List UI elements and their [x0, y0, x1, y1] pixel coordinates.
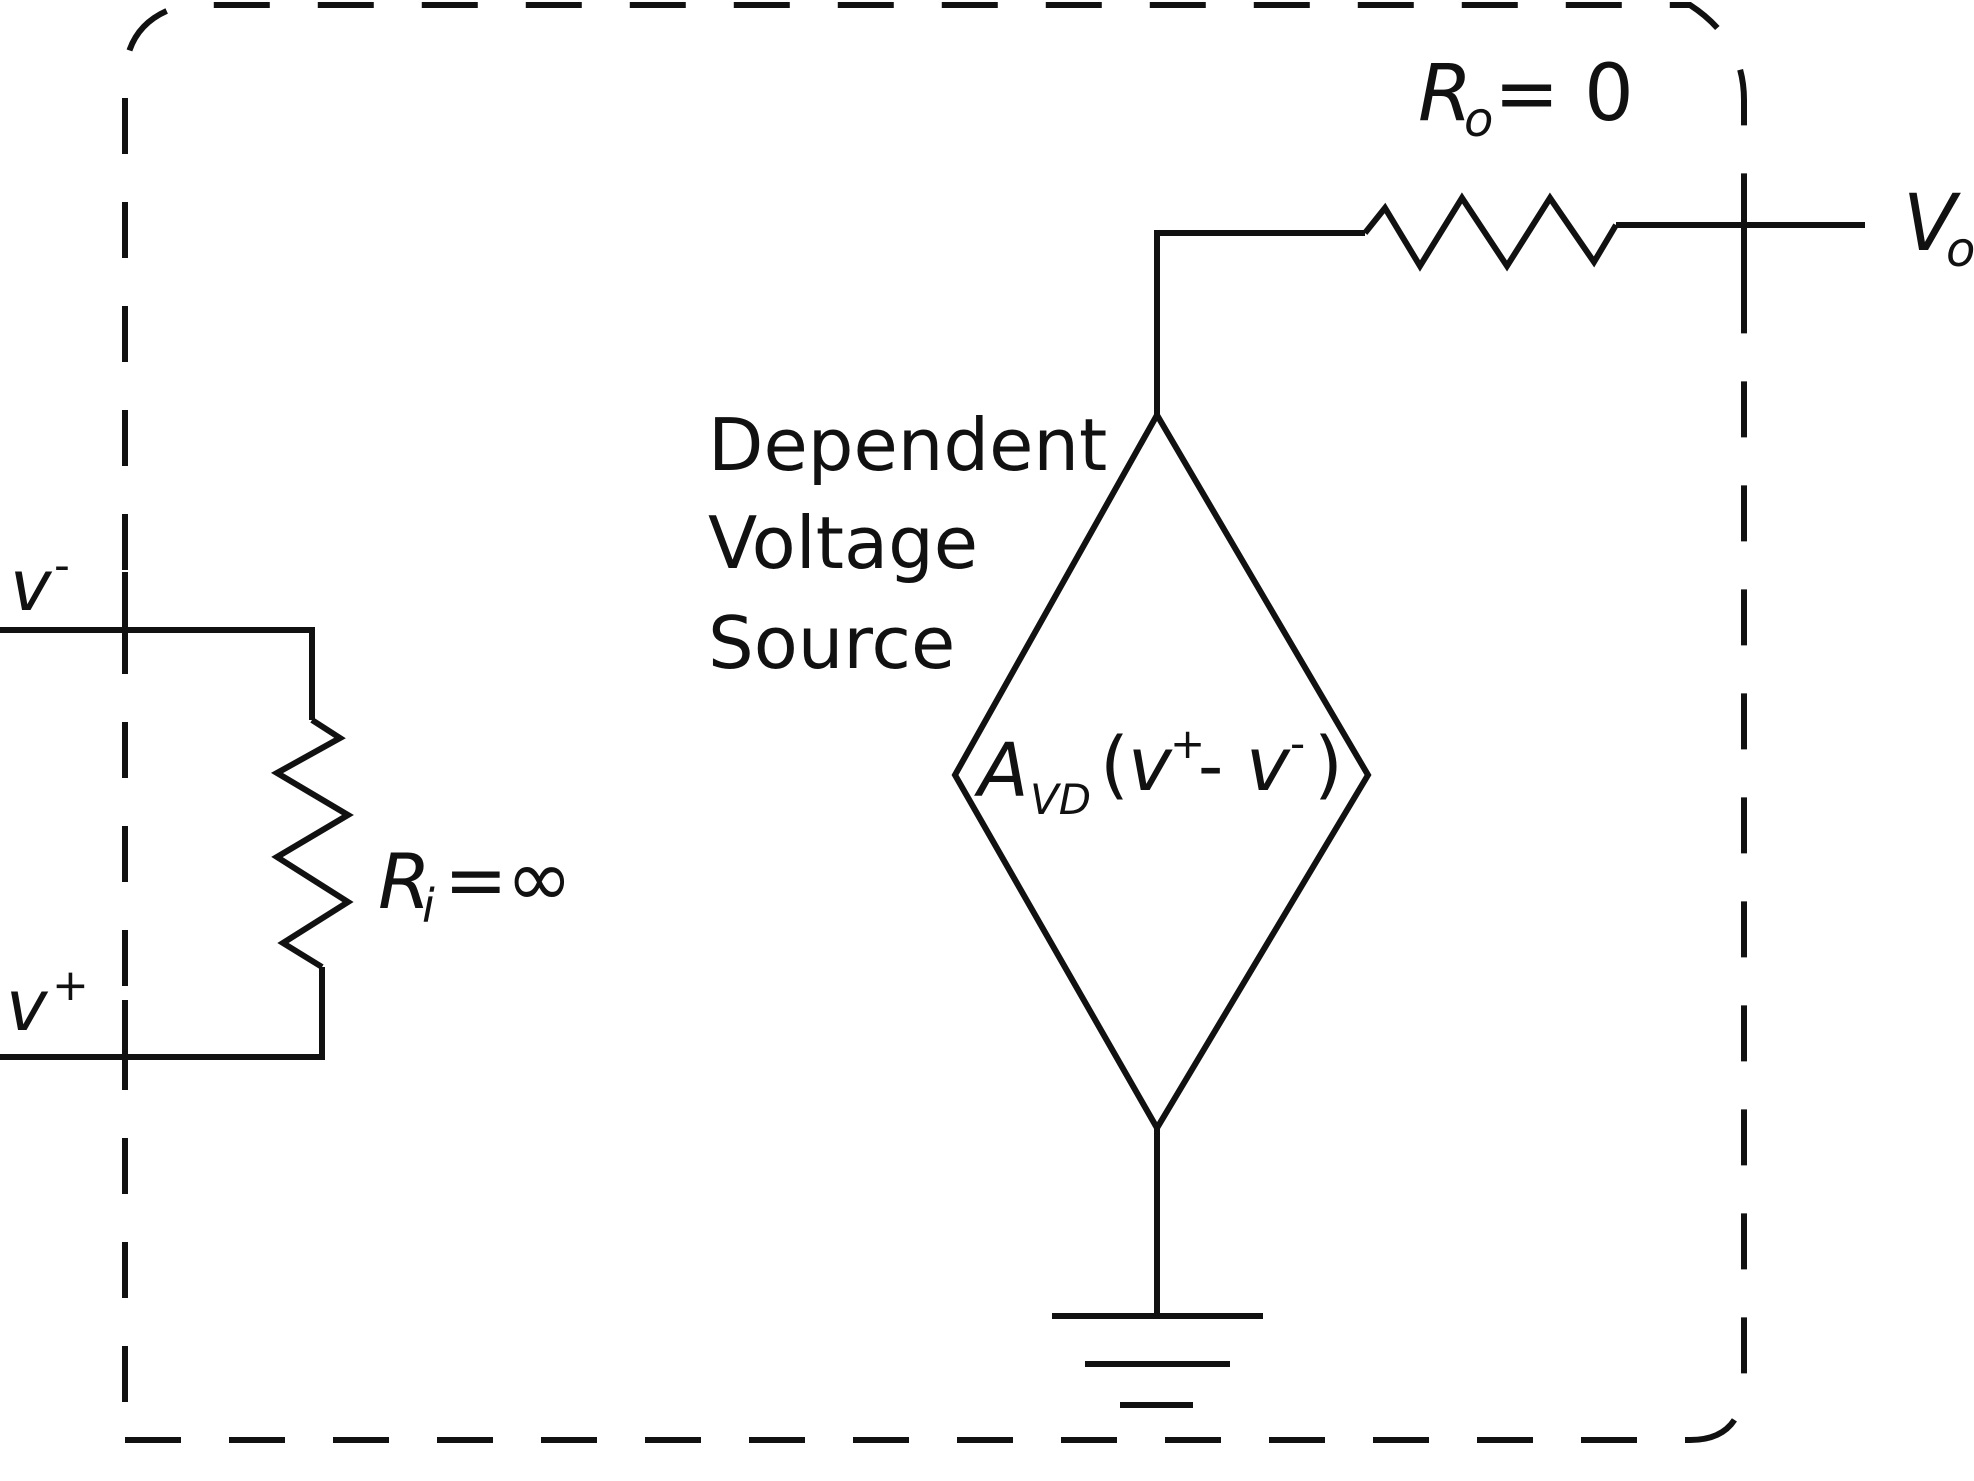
- vminus-symbol: v: [10, 545, 53, 627]
- source-gain-expression: A VD ( v + - v - ): [974, 719, 1343, 824]
- vminus-superscript: -: [54, 540, 70, 591]
- gain-plus-sup: +: [1170, 719, 1205, 768]
- source-to-output-wire: [1154, 230, 1365, 415]
- gain-minus-op: -: [1198, 725, 1223, 807]
- vo-subscript: o: [1946, 222, 1974, 278]
- ri-subscript: i: [422, 879, 435, 933]
- noninverting-input-label: v +: [6, 960, 89, 1047]
- output-voltage-label: V o: [1903, 179, 1974, 278]
- gain-open-paren: (: [1100, 722, 1129, 808]
- inverting-input-label: v -: [10, 540, 70, 627]
- source-caption: Dependent Voltage Source: [708, 403, 1107, 685]
- gain-v-plus: v: [1128, 722, 1173, 808]
- output-resistance-label: R o = 0: [1418, 49, 1634, 148]
- gain-minus-sup: -: [1290, 719, 1305, 768]
- vplus-symbol: v: [6, 965, 49, 1047]
- vo-symbol: V: [1903, 179, 1961, 269]
- inverting-input-wire: [0, 627, 315, 720]
- gain-v-minus: v: [1246, 722, 1291, 808]
- ro-symbol: R: [1418, 49, 1472, 139]
- gain-a: A: [974, 728, 1029, 814]
- ri-symbol: R: [378, 837, 431, 926]
- ri-equals: =: [444, 835, 508, 924]
- op-amp-boundary: [122, 2, 1747, 1443]
- input-resistor: [270, 717, 354, 970]
- ri-infinity: ∞: [506, 832, 573, 925]
- gain-close-paren: ): [1314, 722, 1343, 808]
- vplus-superscript: +: [52, 960, 89, 1011]
- ro-value: = 0: [1494, 49, 1634, 139]
- noninverting-input-wire: [0, 967, 325, 1060]
- source-caption-line-1: Dependent: [708, 403, 1107, 487]
- source-caption-line-2: Voltage: [708, 501, 978, 585]
- input-resistance-label: R i = ∞: [378, 832, 573, 933]
- source-caption-line-3: Source: [708, 601, 955, 685]
- output-resistor: [1362, 192, 1619, 272]
- ro-subscript: o: [1464, 92, 1493, 148]
- gain-subscript: VD: [1030, 775, 1091, 824]
